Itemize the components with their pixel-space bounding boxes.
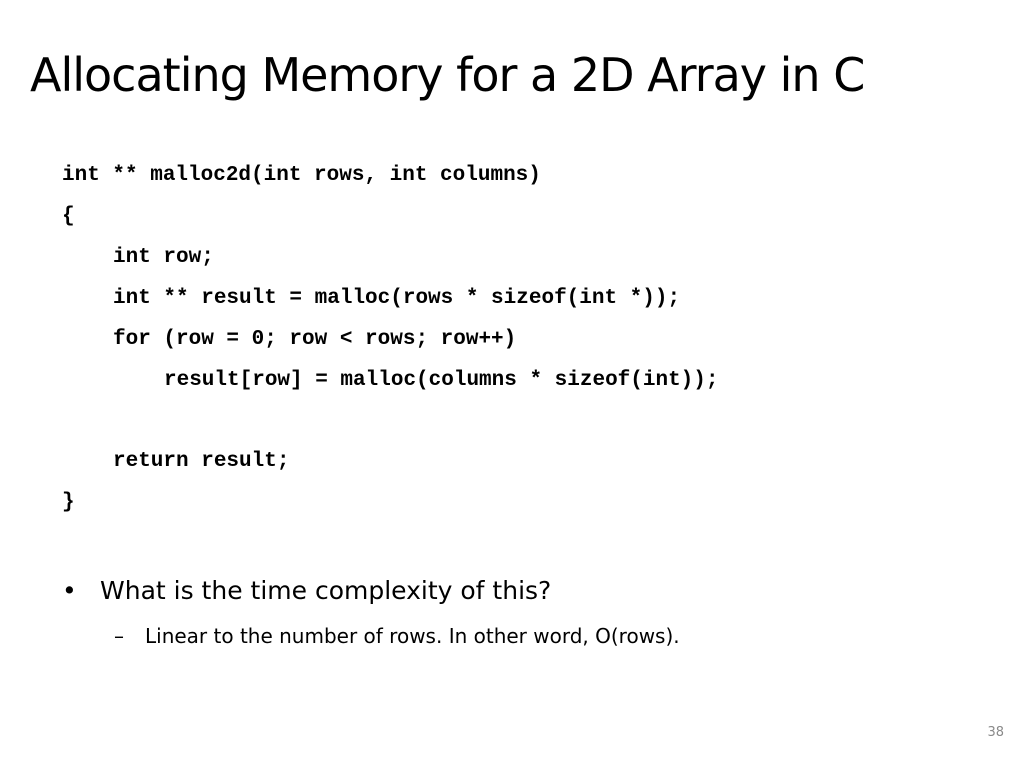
page-number: 38 bbox=[987, 725, 1004, 740]
bullet-text: What is the time complexity of this? bbox=[100, 576, 552, 605]
bullet-marker: • bbox=[62, 576, 77, 605]
code-line: } bbox=[62, 491, 75, 514]
sub-bullet-item: –Linear to the number of rows. In other … bbox=[114, 620, 680, 652]
slide-title: Allocating Memory for a 2D Array in C bbox=[30, 48, 865, 102]
code-line: int ** malloc2d(int rows, int columns) bbox=[62, 164, 541, 187]
sub-bullet-marker: – bbox=[114, 624, 124, 648]
code-line: for (row = 0; row < rows; row++) bbox=[113, 328, 517, 351]
code-block: int ** malloc2d(int rows, int columns) {… bbox=[62, 155, 719, 523]
code-line: { bbox=[62, 205, 75, 228]
code-line-blank bbox=[62, 401, 719, 441]
bullet-item: • What is the time complexity of this? bbox=[62, 571, 551, 611]
code-line: return result; bbox=[113, 450, 290, 473]
code-line: result[row] = malloc(columns * sizeof(in… bbox=[164, 369, 719, 392]
code-line: int ** result = malloc(rows * sizeof(int… bbox=[113, 287, 681, 310]
code-line: int row; bbox=[113, 246, 214, 269]
sub-bullet-text: Linear to the number of rows. In other w… bbox=[145, 624, 680, 648]
